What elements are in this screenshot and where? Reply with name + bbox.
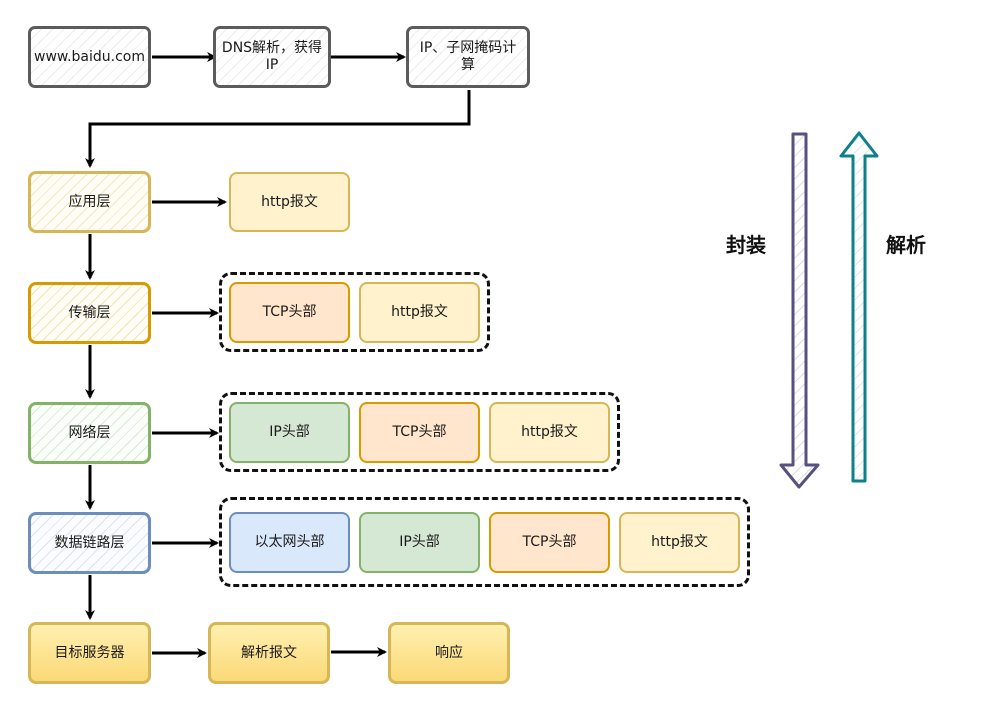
- url-label: www.baidu.com: [34, 48, 145, 65]
- segment-label: http报文: [261, 193, 318, 210]
- segment-label: TCP头部: [392, 424, 447, 440]
- segment-label: IP头部: [399, 534, 440, 550]
- packet-segment-http: http报文: [229, 172, 350, 232]
- segment-label: TCP头部: [522, 534, 577, 550]
- segment-label: http报文: [391, 304, 448, 320]
- application-layer-label: 应用层: [68, 193, 111, 210]
- packet-segment-tcp: TCP头部: [359, 402, 480, 463]
- network-layer-box: 网络层: [28, 402, 151, 464]
- response-label: 响应: [435, 644, 463, 661]
- parse-message-box: 解析报文: [208, 622, 330, 684]
- segment-label: http报文: [651, 534, 708, 550]
- packet-segment-http: http报文: [619, 512, 740, 573]
- subnet-label: IP、子网掩码计算: [419, 40, 517, 73]
- packet-segment-http: http报文: [489, 402, 610, 463]
- encapsulate-label: 封装: [726, 233, 766, 257]
- packet-segment-http: http报文: [359, 282, 480, 343]
- transport-packet-group: [219, 272, 490, 352]
- packet-segment-ip: IP头部: [229, 402, 350, 463]
- response-box: 响应: [388, 622, 510, 684]
- parse-message-label: 解析报文: [241, 644, 297, 661]
- segment-label: IP头部: [269, 424, 310, 440]
- dns-resolution-box: DNS解析，获得IP: [213, 26, 331, 88]
- packet-segment-tcp: TCP头部: [229, 282, 350, 343]
- datalink-layer-box: 数据链路层: [28, 512, 151, 574]
- datalink-packet-group: [219, 497, 750, 587]
- subnet-calc-box: IP、子网掩码计算: [406, 26, 530, 88]
- parse-arrow-icon: [839, 131, 879, 483]
- segment-label: TCP头部: [262, 304, 317, 320]
- parse-label: 解析: [886, 233, 926, 257]
- segment-label: 以太网头部: [254, 534, 325, 550]
- segment-label: http报文: [521, 424, 578, 440]
- arrow-subnet-to-application: [85, 90, 471, 168]
- network-packet-group: [219, 392, 620, 472]
- transport-layer-label: 传输层: [68, 304, 111, 321]
- application-layer-box: 应用层: [28, 171, 151, 233]
- encapsulate-arrow-icon: [779, 132, 820, 489]
- packet-segment-tcp: TCP头部: [489, 512, 610, 573]
- url-box: www.baidu.com: [28, 26, 151, 88]
- datalink-layer-label: 数据链路层: [54, 534, 125, 551]
- transport-layer-box: 传输层: [28, 282, 151, 344]
- network-layer-label: 网络层: [68, 424, 111, 441]
- dns-label: DNS解析，获得IP: [221, 40, 323, 73]
- packet-segment-ethernet: 以太网头部: [229, 512, 350, 573]
- target-server-label: 目标服务器: [54, 644, 125, 661]
- target-server-box: 目标服务器: [28, 622, 151, 684]
- packet-segment-ip: IP头部: [359, 512, 480, 573]
